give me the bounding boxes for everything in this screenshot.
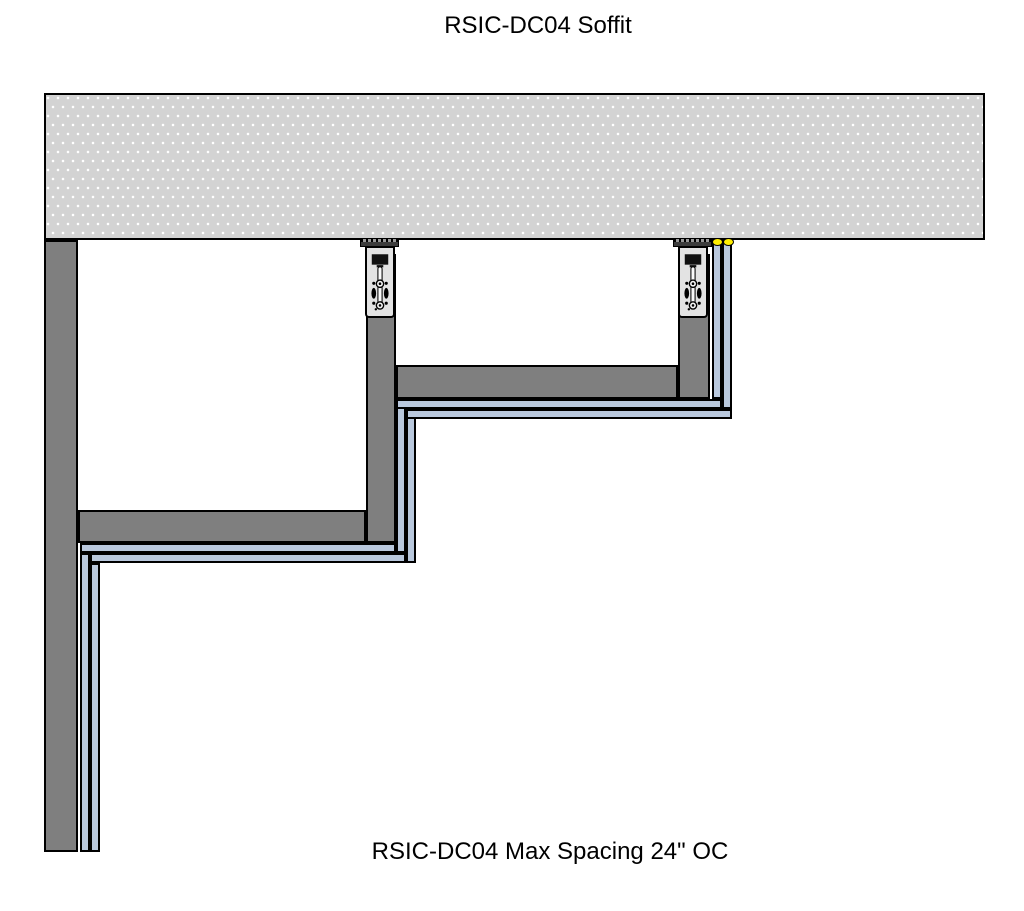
clip-hardware-icon	[684, 254, 702, 311]
clip-pilot-hole-icon	[372, 281, 376, 285]
clip-pilot-hole-icon	[384, 301, 388, 305]
lower-soffit-joist	[78, 510, 366, 543]
clip-pilot-hole-icon	[685, 281, 689, 285]
clip-pilot-hole-icon	[685, 301, 689, 305]
clip-pilot-hole-icon	[697, 301, 701, 305]
clip-pilot-hole-icon	[697, 281, 701, 285]
clip-pilot-hole-icon	[687, 308, 691, 311]
wall-stud-left	[44, 240, 78, 852]
step-face-drywall-layer-2	[406, 409, 416, 563]
right-face-drywall-layer-2	[722, 240, 732, 409]
clip-screw-hole-left-icon	[684, 287, 690, 299]
clip-screw-bottom-center-icon	[691, 304, 695, 307]
clip-screw-top-center-icon	[691, 282, 695, 286]
acoustical-sealant-bead-2	[722, 238, 734, 246]
spacing-caption: RSIC-DC04 Max Spacing 24" OC	[371, 838, 729, 865]
clip-hardware-icon	[371, 254, 389, 311]
page-title: RSIC-DC04 Soffit	[444, 12, 632, 39]
concrete-slab	[44, 93, 985, 240]
upper-soffit-joist	[396, 365, 678, 399]
clip-screw-hole-left-icon	[371, 287, 377, 299]
lower-ceiling-drywall-layer-2	[90, 553, 406, 563]
wall-drywall-layer-1	[80, 553, 90, 852]
clip-pilot-hole-icon	[374, 308, 378, 311]
upper-ceiling-drywall-layer-1	[396, 399, 722, 409]
clip-body-1	[365, 246, 395, 318]
step-face-drywall-layer-1	[396, 399, 406, 553]
wall-drywall-layer-2	[90, 563, 100, 852]
lower-ceiling-drywall-layer-1	[80, 543, 396, 553]
clip-isolator-pad-icon	[371, 254, 389, 265]
clip-isolator-pad-icon	[684, 254, 702, 265]
right-face-drywall-layer-1	[712, 240, 722, 399]
clip-pilot-hole-icon	[384, 281, 388, 285]
clip-screw-top-center-icon	[378, 282, 382, 286]
clip-slot-cap-icon	[376, 265, 384, 268]
acoustical-sealant-bead-1	[712, 238, 723, 246]
upper-ceiling-drywall-layer-2	[406, 409, 732, 419]
clip-body-2	[678, 246, 708, 318]
clip-screw-hole-right-icon	[383, 287, 389, 299]
clip-pilot-hole-icon	[372, 301, 376, 305]
clip-screw-hole-right-icon	[696, 287, 702, 299]
clip-slot-cap-icon	[689, 265, 697, 268]
clip-screw-bottom-center-icon	[378, 304, 382, 307]
